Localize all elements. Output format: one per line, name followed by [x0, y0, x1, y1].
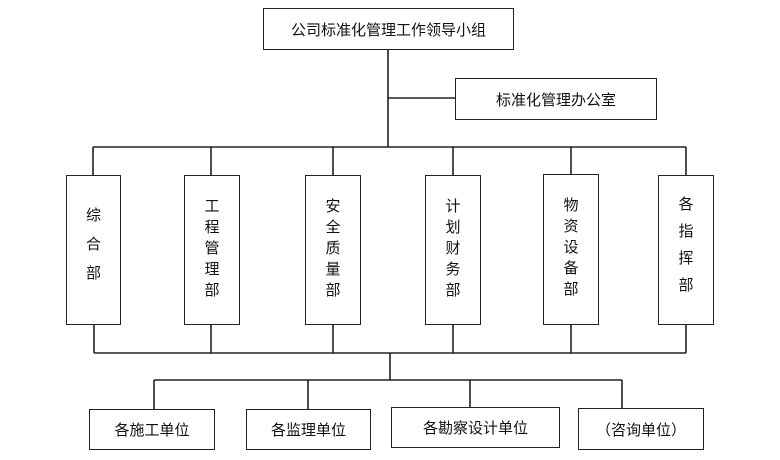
unit-label: （咨询单位）: [595, 420, 686, 439]
leadership-group-box: 公司标准化管理工作领导小组: [263, 8, 514, 50]
unit-label: 各施工单位: [114, 421, 190, 439]
department-label: 综合部: [84, 206, 102, 294]
unit-box: 各监理单位: [246, 409, 371, 450]
department-box: 计划财务部: [425, 175, 481, 325]
unit-box: 各施工单位: [89, 409, 215, 450]
department-label: 安全质量部: [323, 197, 342, 303]
department-box: 各指挥部: [658, 175, 714, 325]
department-label: 各指挥部: [676, 196, 695, 304]
department-label: 工程管理部: [202, 197, 221, 303]
department-label: 物资设备部: [561, 197, 580, 302]
unit-label: 各勘察设计单位: [422, 419, 528, 437]
department-box: 物资设备部: [543, 174, 599, 325]
unit-label: 各监理单位: [270, 421, 346, 439]
leadership-group-label: 公司标准化管理工作领导小组: [290, 20, 486, 39]
department-box: 工程管理部: [184, 175, 240, 325]
unit-box: （咨询单位）: [578, 408, 704, 450]
department-label: 计划财务部: [443, 197, 462, 303]
office-box: 标准化管理办公室: [455, 78, 657, 120]
department-box: 安全质量部: [305, 175, 361, 325]
office-label: 标准化管理办公室: [495, 90, 616, 109]
unit-box: 各勘察设计单位: [391, 407, 560, 448]
department-box: 综合部: [66, 175, 121, 325]
